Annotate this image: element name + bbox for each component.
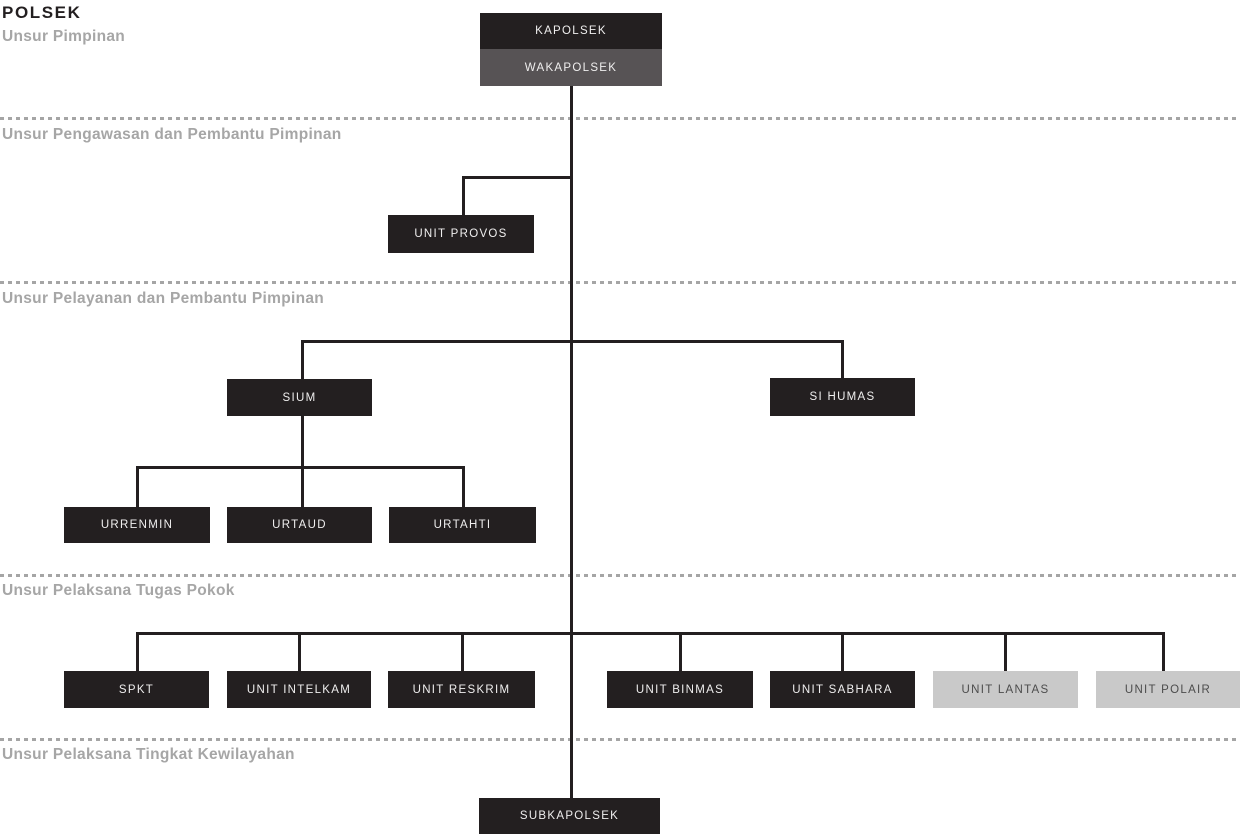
node-urrenmin: URRENMIN	[64, 507, 210, 543]
node-kapolsek: KAPOLSEK	[480, 13, 662, 49]
node-unit-intelkam: UNIT INTELKAM	[227, 671, 371, 708]
section-label-pimpinan: Unsur Pimpinan	[2, 28, 126, 45]
connector-sihumas-top	[841, 340, 844, 379]
connector-urtahti-stub	[462, 466, 465, 508]
connector-provos-vertical	[462, 176, 465, 216]
section-label-kewilayahan: Unsur Pelaksana Tingkat Kewilayahan	[2, 746, 295, 763]
divider-1	[0, 117, 1240, 120]
node-unit-binmas: UNIT BINMAS	[607, 671, 753, 708]
node-sium: SIUM	[227, 379, 372, 416]
divider-3	[0, 574, 1240, 577]
node-si-humas: SI HUMAS	[770, 378, 915, 416]
section-label-pengawasan: Unsur Pengawasan dan Pembantu Pimpinan	[2, 126, 342, 143]
connector-polair-stub	[1162, 632, 1165, 672]
node-unit-provos: UNIT PROVOS	[388, 215, 534, 253]
connector-intelkam-stub	[298, 632, 301, 672]
connector-sabhara-stub	[841, 632, 844, 672]
connector-sium-bottom	[301, 416, 304, 508]
node-subkapolsek: SUBKAPOLSEK	[479, 798, 660, 834]
connector-urrenmin-stub	[136, 466, 139, 508]
divider-2	[0, 281, 1240, 284]
section-label-pelayanan: Unsur Pelayanan dan Pembantu Pimpinan	[2, 290, 325, 307]
connector-binmas-stub	[679, 632, 682, 672]
connector-reskrim-stub	[461, 632, 464, 672]
connector-spkt-stub	[136, 632, 139, 672]
connector-sium-top	[301, 340, 304, 380]
section-label-pelaksana-pokok: Unsur Pelaksana Tugas Pokok	[2, 582, 235, 599]
node-spkt: SPKT	[64, 671, 209, 708]
connector-provos-horizontal	[462, 176, 573, 179]
connector-tier4-horizontal	[136, 632, 1165, 635]
connector-main-vertical	[570, 86, 573, 799]
node-unit-reskrim: UNIT RESKRIM	[388, 671, 535, 708]
node-wakapolsek: WAKAPOLSEK	[480, 49, 662, 86]
node-urtahti: URTAHTI	[389, 507, 536, 543]
connector-tier3-horizontal	[301, 340, 844, 343]
node-unit-lantas: UNIT LANTAS	[933, 671, 1078, 708]
connector-sium-children-horizontal	[136, 466, 465, 469]
node-unit-sabhara: UNIT SABHARA	[770, 671, 915, 708]
connector-lantas-stub	[1004, 632, 1007, 672]
node-urtaud: URTAUD	[227, 507, 372, 543]
node-unit-polair: UNIT POLAIR	[1096, 671, 1240, 708]
chart-title: POLSEK	[2, 3, 82, 22]
divider-4	[0, 738, 1240, 741]
